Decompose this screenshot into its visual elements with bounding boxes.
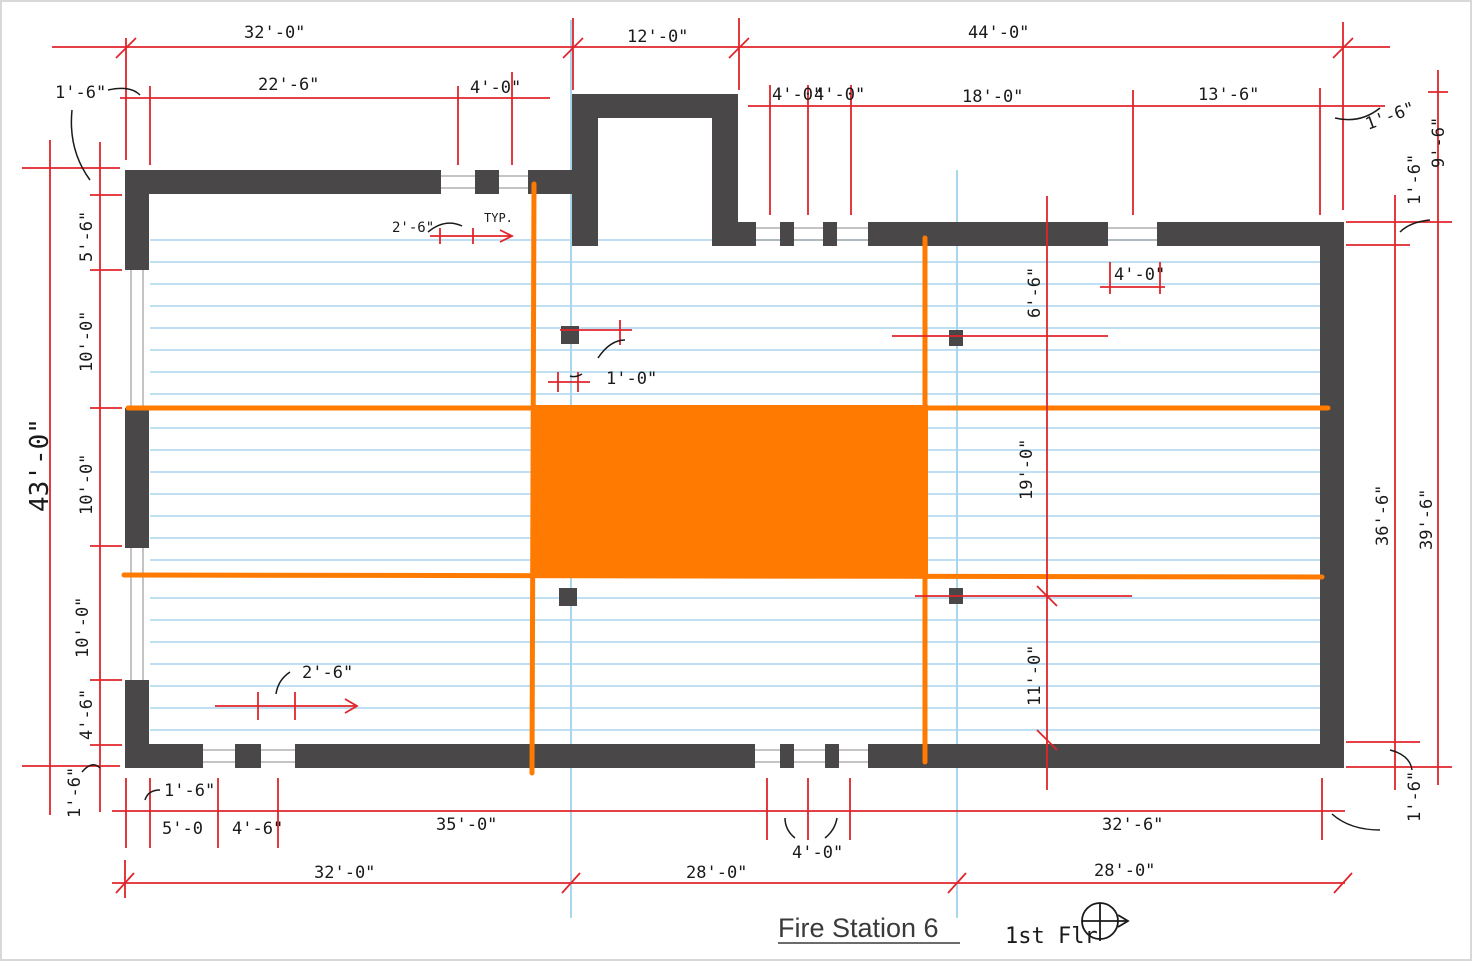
dim-right-3: 36'-6" [1373,485,1393,546]
dim-right-1: 1'-6" [1405,154,1425,205]
note-typical: TYP. [484,211,513,225]
dim-top-detail-8: 1'-6" [1363,98,1418,134]
dim-top-detail-2: 22'-6" [258,75,319,95]
dim-interior-column: 1'-0" [606,369,657,389]
dim-top-detail-1: 1'-6" [55,83,106,103]
dimension-lines [22,18,1452,898]
north-arrow-icon [1081,902,1130,941]
dim-top-detail-6: 18'-0" [962,87,1023,107]
dim-left-4: 10'-0" [73,597,93,658]
dim-left-overall: 43'-0" [25,418,55,512]
dim-left-2: 10'-0" [77,311,97,372]
dim-top-overall-3: 44'-0" [968,23,1029,43]
dim-bottom-overall-2: 28'-0" [686,863,747,883]
dim-left-6: 1'-6" [65,767,85,818]
dim-right-2: 9'-6" [1429,117,1449,168]
dim-left-3: 10'-0" [77,454,97,515]
window-openings [130,175,1157,763]
dim-bottom-detail-5: 4'-0" [792,843,843,863]
dim-interior-2: 19'-0" [1017,439,1037,500]
dimension-labels: 32'-0" 12'-0" 44'-0" 1'-6" 22'-6" 4'-0" … [25,23,1449,883]
dim-left-1: 5'-6" [77,211,97,262]
dim-bottom-overall-3: 28'-0" [1094,861,1155,881]
leader-arrows [70,87,1431,839]
dim-interior-1: 6'-6" [1025,267,1045,318]
dim-interior-3: 11'-0" [1025,645,1045,706]
structural-overlay [121,181,1331,776]
title-block: Fire Station 6 1st Flr [778,902,1130,949]
dim-interior-window: 4'-0" [1114,265,1165,285]
dim-bottom-detail-3: 4'-6" [232,819,283,839]
dim-top-overall-1: 32'-0" [244,23,305,43]
dim-bottom-detail-6: 32'-6" [1102,815,1163,835]
dim-top-detail-4: 4'-0" [772,85,823,105]
dim-right-4: 39'-6" [1417,489,1437,550]
dim-interior-window-spacing: 2'-6" [392,220,434,236]
dim-top-detail-5: 4'-0" [814,85,865,105]
walls [125,94,1344,768]
slab-opening [532,405,928,577]
floor-label: 1st Flr [1005,924,1098,949]
dim-bottom-overall-1: 32'-0" [314,863,375,883]
dim-interior-bottom-window: 2'-6" [302,663,353,683]
drawing-title: Fire Station 6 [778,913,939,943]
dim-bottom-detail-4: 35'-0" [436,815,497,835]
dim-top-detail-7: 13'-6" [1198,85,1259,105]
dim-left-5: 4'-6" [77,689,97,740]
dim-top-detail-3: 4'-0" [470,78,521,98]
dim-bottom-detail-1: 1'-6" [164,781,215,801]
dim-right-5: 1'-6" [1405,771,1425,822]
dim-bottom-detail-2: 5'-0 [162,819,203,839]
dim-top-overall-2: 12'-0" [627,27,688,47]
